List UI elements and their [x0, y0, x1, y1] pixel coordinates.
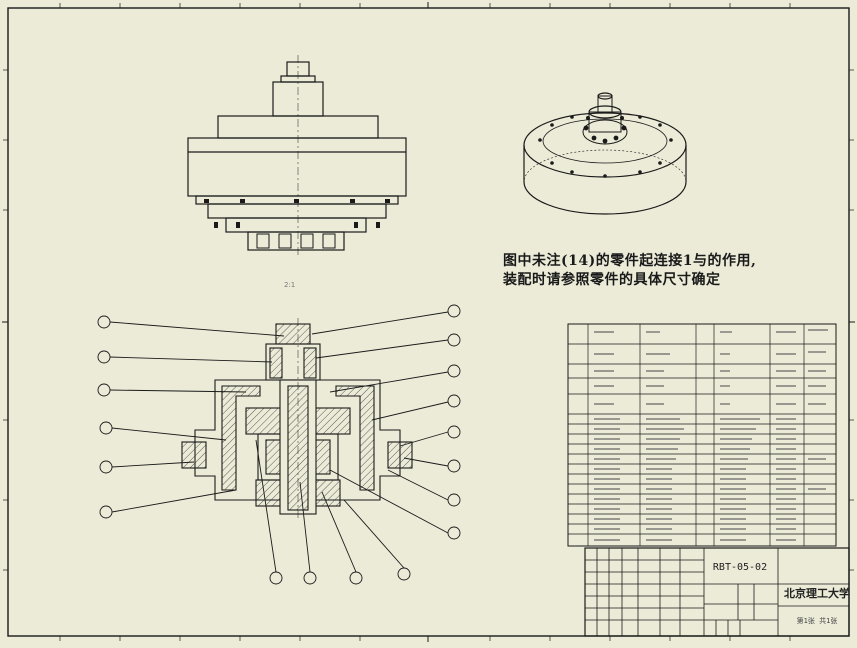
front-view — [187, 55, 407, 258]
assembly-note-line-1: 图中未注(14)的零件起连接1与的作用, — [503, 253, 757, 269]
organization-name: 北京理工大学 — [784, 587, 850, 600]
title-block — [584, 547, 850, 637]
part-balloons — [97, 304, 461, 585]
assembly-note: 图中未注(14)的零件起连接1与的作用, 装配时请参照零件的具体尺寸确定 — [503, 252, 756, 290]
parts-list — [567, 323, 837, 547]
drawing-number: RBT-05-02 — [712, 562, 768, 573]
assembly-note-line-2: 装配时请参照零件的具体尺寸确定 — [503, 272, 721, 288]
view-scale-label: 2:1 — [284, 281, 296, 289]
isometric-view — [523, 92, 687, 215]
sheet-number: 第1张 共1张 — [796, 617, 838, 625]
section-view — [181, 318, 413, 520]
